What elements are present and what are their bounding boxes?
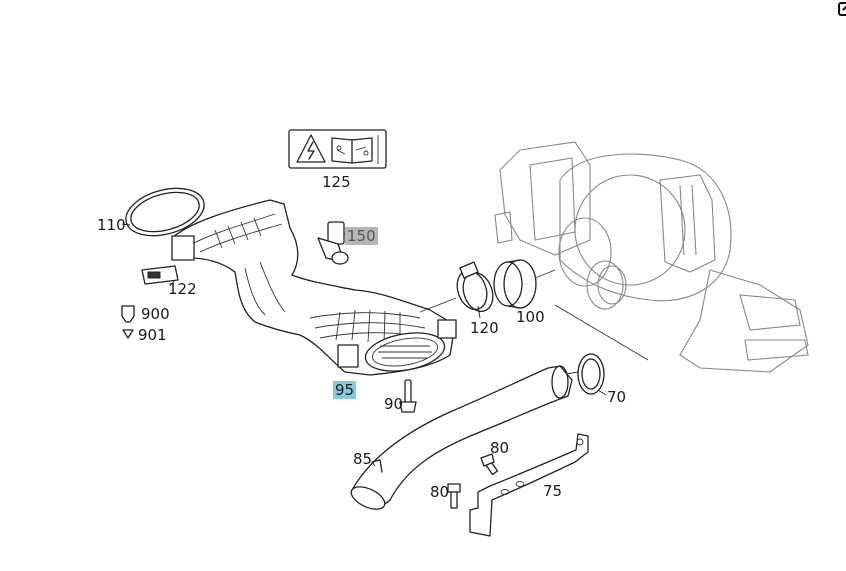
label-900: 900 bbox=[141, 305, 170, 323]
bolt-part-80b bbox=[447, 483, 461, 509]
bracket-part-75 bbox=[469, 433, 589, 537]
turbocharger bbox=[494, 141, 809, 373]
label-100: 100 bbox=[516, 308, 545, 326]
warning-label-part-125 bbox=[288, 129, 387, 169]
label-901: 901 bbox=[138, 326, 167, 344]
label-80-lower: 80 bbox=[430, 483, 450, 501]
label-110: 110 bbox=[97, 216, 126, 234]
label-85: 85 bbox=[353, 450, 373, 468]
label-80-upper: 80 bbox=[490, 439, 510, 457]
guide-lines bbox=[419, 269, 649, 376]
charge-pipe-part-85 bbox=[350, 365, 573, 510]
label-125: 125 bbox=[322, 173, 351, 191]
intake-duct-part-95 bbox=[171, 199, 457, 376]
hose-clamp-part-120 bbox=[456, 261, 494, 319]
warning-electric-icon bbox=[296, 134, 326, 163]
manual-book-icon bbox=[331, 137, 373, 164]
label-150: 150 bbox=[345, 227, 378, 245]
bolt-part-90 bbox=[399, 379, 417, 413]
sensor-part-150 bbox=[317, 221, 349, 265]
label-122: 122 bbox=[168, 280, 197, 298]
label-90: 90 bbox=[384, 395, 404, 413]
label-70: 70 bbox=[607, 388, 627, 406]
sleeve-part-100 bbox=[493, 259, 537, 309]
plug-part-900 bbox=[121, 305, 135, 323]
o-ring-part-70 bbox=[577, 353, 607, 396]
bolt-part-80a bbox=[480, 453, 499, 476]
seal-ring-part-110 bbox=[121, 187, 205, 237]
label-95: 95 bbox=[333, 381, 357, 399]
label-120: 120 bbox=[470, 319, 499, 337]
label-75: 75 bbox=[543, 482, 563, 500]
plug-part-901 bbox=[122, 329, 134, 339]
sensor-part-122 bbox=[141, 265, 179, 287]
edit-icon[interactable] bbox=[838, 2, 846, 16]
